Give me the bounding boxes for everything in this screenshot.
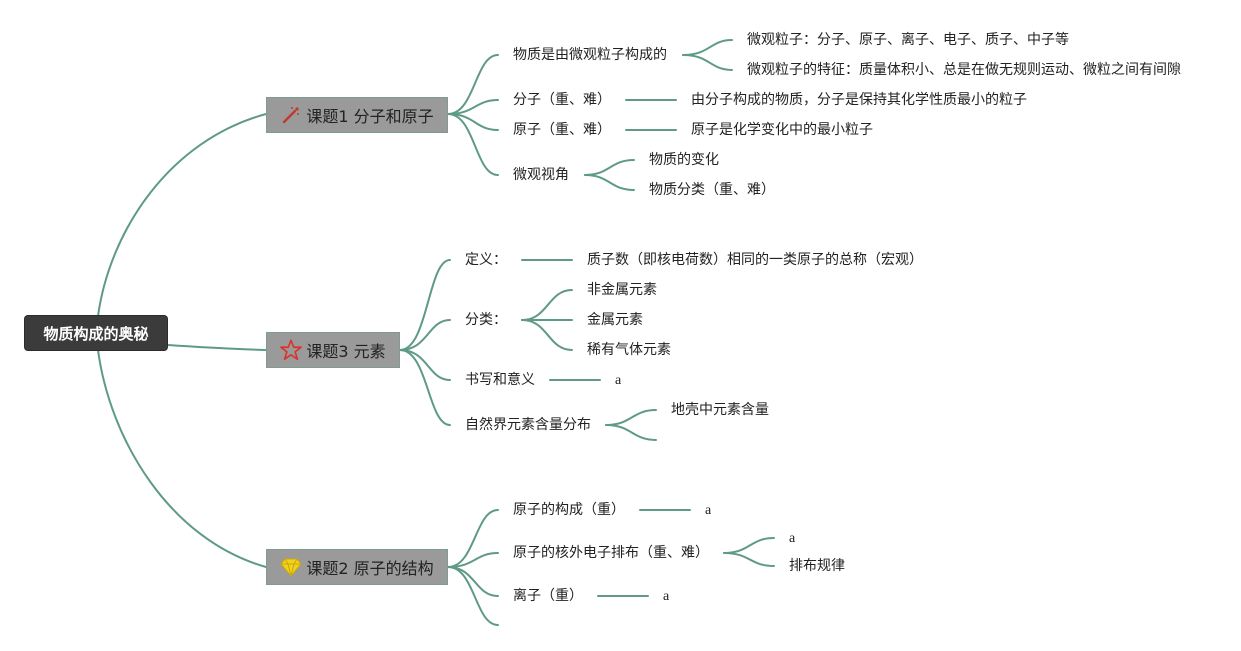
detail-metal-elements[interactable]: 金属元素: [587, 312, 643, 328]
topic-node-atom-structure[interactable]: 课题2 原子的结构: [266, 549, 448, 585]
detail-arrangement-rules[interactable]: 排布规律: [789, 558, 845, 574]
detail-noble-gas-elements[interactable]: 稀有气体元素: [587, 342, 671, 358]
diamond-icon: [280, 556, 303, 578]
detail-image-placeholder[interactable]: a: [615, 373, 622, 388]
subtopic-micro-particles[interactable]: 物质是由微观粒子构成的: [513, 47, 667, 63]
subtopic-atom[interactable]: 原子（重、难）: [513, 122, 611, 138]
topic-node-molecules-atoms[interactable]: 课题1 分子和原子: [266, 97, 448, 133]
topic-label: 课题3 元素: [306, 342, 386, 361]
root-label: 物质构成的奥秘: [43, 324, 149, 343]
topic-label: 课题1 分子和原子: [306, 107, 434, 126]
detail-particle-features[interactable]: 微观粒子的特征：质量体积小、总是在做无规则运动、微粒之间有间隙: [747, 62, 1181, 78]
wand-icon: [280, 104, 302, 126]
detail-element-definition[interactable]: 质子数（即核电荷数）相同的一类原子的总称（宏观）: [587, 252, 923, 268]
subtopic-ion[interactable]: 离子（重）: [513, 588, 583, 604]
detail-image-placeholder[interactable]: a: [705, 503, 712, 518]
detail-image-placeholder[interactable]: a: [663, 589, 670, 604]
subtopic-molecule[interactable]: 分子（重、难）: [513, 92, 611, 108]
detail-image-placeholder[interactable]: a: [789, 531, 796, 546]
topic-node-elements[interactable]: 课题3 元素: [266, 332, 400, 368]
detail-matter-classification[interactable]: 物质分类（重、难）: [649, 182, 775, 198]
subtopic-atom-composition[interactable]: 原子的构成（重）: [513, 502, 625, 518]
subtopic-classification[interactable]: 分类：: [465, 312, 507, 328]
detail-particle-types[interactable]: 微观粒子：分子、原子、离子、电子、质子、中子等: [747, 32, 1069, 48]
subtopic-writing-meaning[interactable]: 书写和意义: [465, 372, 535, 388]
root-node[interactable]: 物质构成的奥秘: [25, 316, 167, 350]
subtopic-micro-view[interactable]: 微观视角: [513, 167, 569, 183]
star-icon: [280, 339, 303, 361]
detail-crust-elements[interactable]: 地壳中元素含量: [671, 402, 769, 418]
subtopic-natural-distribution[interactable]: 自然界元素含量分布: [465, 417, 591, 433]
subtopic-electron-arrangement[interactable]: 原子的核外电子排布（重、难）: [513, 545, 709, 561]
detail-matter-change[interactable]: 物质的变化: [649, 152, 719, 168]
detail-molecule-definition[interactable]: 由分子构成的物质，分子是保持其化学性质最小的粒子: [691, 92, 1027, 108]
topic-label: 课题2 原子的结构: [306, 559, 434, 578]
subtopic-definition[interactable]: 定义：: [465, 252, 507, 268]
detail-atom-definition[interactable]: 原子是化学变化中的最小粒子: [691, 122, 873, 138]
detail-nonmetal-elements[interactable]: 非金属元素: [587, 282, 657, 298]
